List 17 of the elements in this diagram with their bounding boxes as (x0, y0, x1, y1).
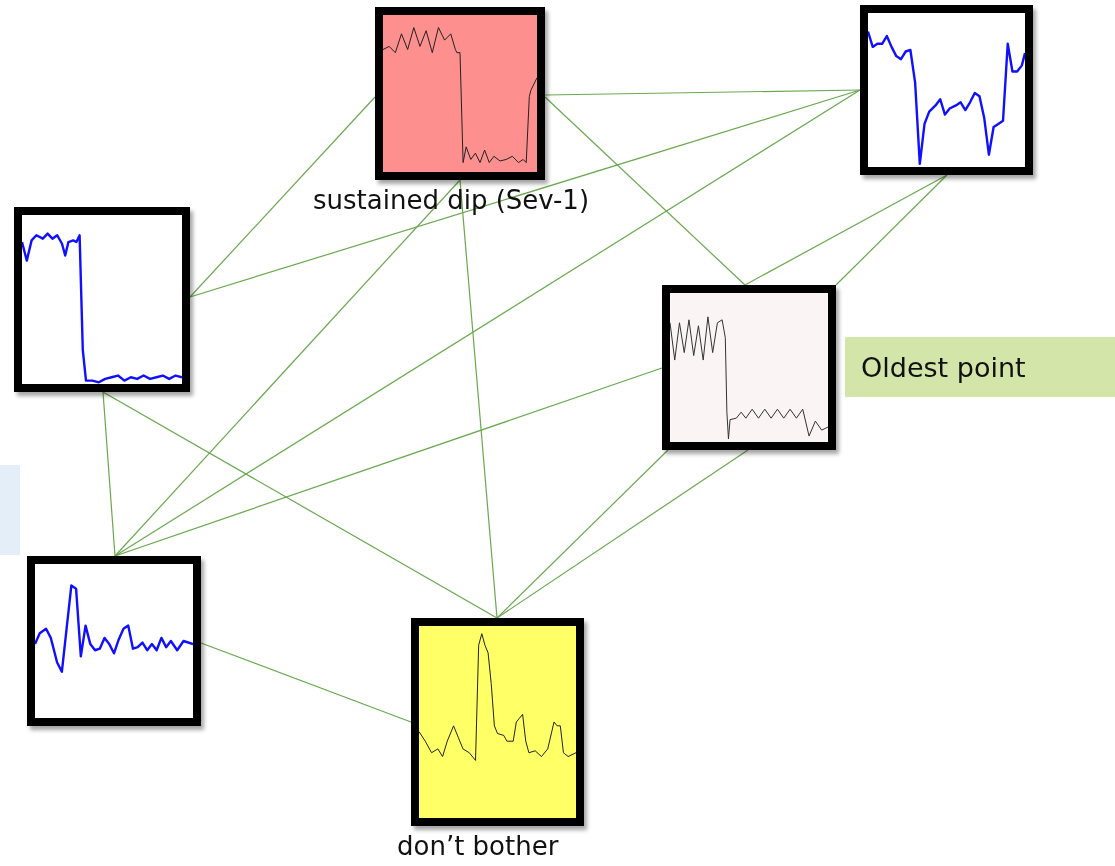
connector-line (459, 179, 498, 619)
connector-line (496, 449, 749, 619)
connector-line (496, 449, 669, 619)
connector-line (544, 89, 861, 96)
connector-line (189, 96, 376, 298)
connector-line (835, 174, 948, 286)
card-caption: don’t bother (397, 830, 559, 862)
card-caption: sustained dip (Sev-1) (313, 184, 590, 216)
connector-line (114, 179, 461, 557)
connector-line (114, 367, 663, 557)
connector-line (189, 89, 861, 298)
connector-line (544, 96, 746, 286)
connector-line (102, 391, 116, 557)
connector-line (200, 642, 412, 723)
connector-line (744, 174, 948, 286)
connector-line (102, 391, 498, 619)
band-label: Oldest point (861, 351, 1026, 383)
